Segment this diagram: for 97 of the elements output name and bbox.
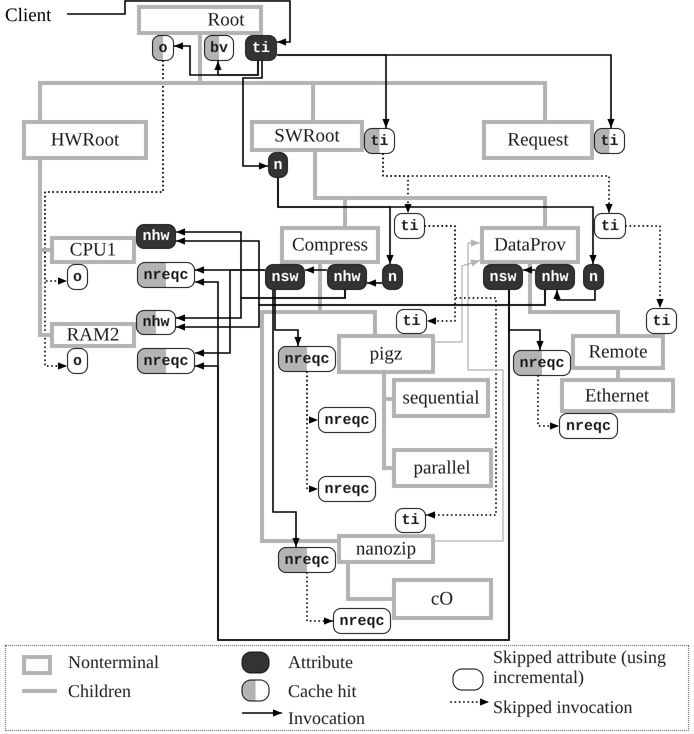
attribute-pill: ti: [245, 35, 277, 61]
skipped-invocation-arrow: [625, 225, 664, 309]
skipped-attribute-pill: nreqc: [318, 476, 376, 502]
skipped-invocation-arrow: [424, 225, 497, 519]
skipped-invocation-arrow: [306, 572, 334, 625]
invocation-arrow: [305, 266, 327, 274]
cache-hit-pill: nhw: [136, 310, 176, 335]
invocation-arrow: [195, 269, 265, 357]
legend-label: Attribute: [288, 653, 353, 673]
legend-label: Invocation: [288, 709, 365, 729]
child-link: [346, 564, 392, 601]
legend-label: Children: [68, 682, 131, 702]
cache-hit-pill: ti: [364, 128, 395, 154]
invocation-arrow: [523, 266, 535, 274]
invocation-arrow: [214, 61, 259, 76]
attribute-pill: nhw: [327, 264, 367, 290]
attribute-pill: nsw: [265, 264, 305, 290]
skipped-invocation-arrow: [537, 375, 560, 430]
invocation-arrow: [367, 279, 382, 287]
legend-label: Skipped attribute (using incremental): [493, 648, 667, 688]
nonterminal-label: cO: [430, 590, 454, 608]
nonterminal-box: [337, 534, 435, 564]
nonterminal-box: [482, 120, 594, 160]
nonterminal-label: Compress: [292, 236, 368, 254]
nonterminal-box: [392, 448, 493, 488]
invocation-arrow: [272, 290, 300, 547]
nonterminal-label: Remote: [588, 342, 648, 362]
attribute-pill: n: [382, 264, 403, 290]
skipped-attribute-pill: ti: [646, 308, 677, 334]
invocation-arrow: [176, 290, 546, 331]
skipped-attribute-pill: o: [67, 348, 88, 374]
cache-hit-pill: nreqc: [137, 348, 195, 374]
cache-hit-pill: ti: [594, 128, 625, 154]
nonterminal-label: RAM2: [66, 326, 120, 344]
reference-arrow: [435, 239, 504, 542]
nonterminal-label: nanozip: [356, 540, 416, 558]
cache-hit-pill: nreqc: [137, 262, 195, 288]
nonterminal-box: [480, 226, 580, 264]
invocation-arrow: [277, 54, 615, 128]
skipped-attribute-pill: o: [67, 264, 88, 290]
nonterminal-box: [280, 226, 380, 264]
invocation-arrow: [67, 0, 291, 46]
skipped-attribute-pill: ti: [395, 508, 426, 533]
child-link: [260, 264, 337, 543]
invocation-arrow: [553, 290, 596, 301]
nonterminal-box: [392, 378, 490, 418]
cache-hit-pill: nreqc: [278, 346, 336, 372]
cache-hit-pill: bv: [204, 35, 234, 61]
cache-hit-pill: nreqc: [278, 547, 336, 573]
cache-hit-pill: nreqc: [513, 350, 571, 376]
nonterminal-box: [571, 334, 665, 370]
attribute-pill: n: [583, 264, 604, 290]
skipped-attribute-pill: nreqc: [318, 407, 376, 433]
attribute-pill: nhw: [136, 224, 176, 249]
skipped-invocation-arrow: [44, 60, 164, 370]
nonterminal-label: Request: [507, 130, 569, 150]
child-link: [528, 264, 620, 334]
nonterminal-label: DataProv: [494, 236, 566, 254]
skipped-attribute-pill: ti: [594, 213, 626, 239]
nonterminal-label: HWRoot: [50, 130, 120, 150]
reference-arrow: [435, 260, 480, 343]
skipped-attribute-pill: ti: [394, 213, 425, 239]
child-link: [313, 152, 547, 226]
nonterminal-box: [337, 334, 435, 374]
nonterminal-label: parallel: [414, 458, 470, 478]
skipped-attribute-pill: nreqc: [333, 608, 391, 634]
client-label: Client: [5, 6, 52, 25]
nonterminal-box: [50, 236, 136, 264]
nonterminal-box: [22, 120, 148, 160]
child-link: [616, 370, 620, 378]
nonterminal-label: Root: [208, 10, 244, 30]
invocation-arrow: [274, 290, 302, 346]
invocation-arrow: [277, 178, 597, 264]
nonterminal-box: [392, 578, 493, 620]
nonterminal-label: pigz: [370, 344, 402, 364]
attribute-pill: nsw: [483, 264, 523, 290]
nonterminal-label: CPU1: [70, 240, 116, 260]
invocation-arrow: [508, 290, 544, 350]
legend-label: Nonterminal: [68, 653, 159, 673]
nonterminal-label: sequential: [402, 388, 480, 408]
skipped-invocation-arrow: [382, 153, 613, 214]
nonterminal-label: SWRoot: [274, 126, 340, 146]
legend-label: Skipped invocation: [493, 698, 632, 718]
nonterminal-box: [250, 120, 364, 152]
invocation-arrow: [242, 61, 268, 170]
nonterminal-label: Ethernet: [584, 386, 650, 406]
nonterminal-box: [560, 378, 675, 413]
nonterminal-box: [50, 322, 136, 348]
attribute-pill: nhw: [535, 264, 575, 290]
skipped-attribute-pill: nreqc: [559, 413, 618, 439]
legend-label: Cache hit: [288, 682, 356, 702]
skipped-invocation-arrow: [306, 371, 319, 493]
skipped-attribute-pill: ti: [396, 309, 427, 334]
nonterminal-box: [137, 5, 263, 35]
invocation-arrow: [176, 290, 346, 322]
cache-hit-pill: o: [152, 35, 174, 61]
attribute-pill: n: [268, 152, 288, 178]
